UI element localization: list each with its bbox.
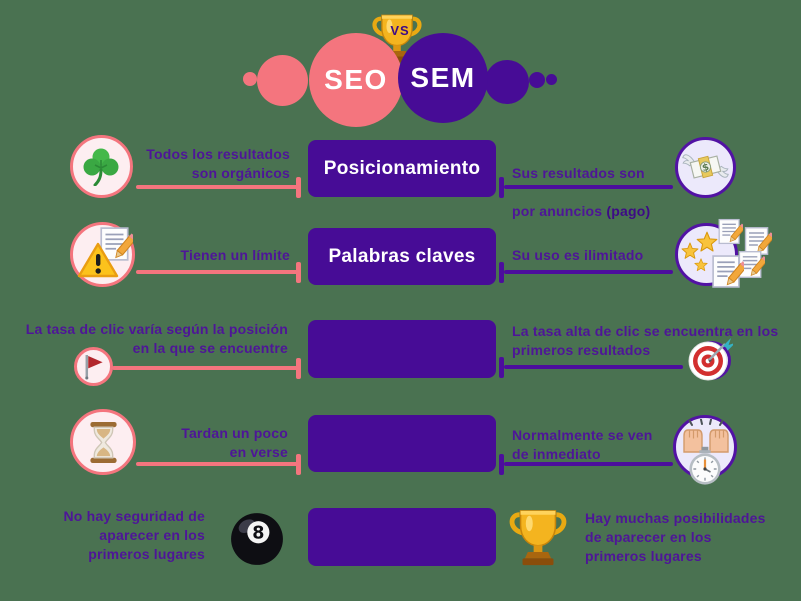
row1-right-text: Sus resultados son por anuncios (pago) (512, 145, 650, 240)
row1-right-line1: Sus resultados son (512, 165, 645, 181)
row2-right-connector-cap (499, 262, 504, 283)
row1-right-line2-bold: (pago) (606, 203, 651, 219)
warning-icon (77, 242, 119, 279)
memo-icon (716, 218, 743, 245)
decorative-dot (243, 72, 257, 86)
stopwatch-icon (688, 446, 722, 486)
row4-left-connector-cap (296, 454, 301, 475)
comparison-box-5 (308, 508, 496, 566)
row3-left-text: La tasa de clic varía según la posición … (25, 321, 288, 356)
seo-circle: SEO (309, 33, 403, 127)
comparison-box-palabras-claves: Palabras claves (308, 228, 496, 285)
decorative-dot (546, 74, 557, 85)
comparison-box-posicionamiento: Posicionamiento (308, 140, 496, 197)
star-icon (696, 231, 718, 253)
money-with-wings-icon (682, 148, 729, 186)
row5-left-text: No hay seguridad de aparecer en los prim… (63, 508, 205, 562)
row2-left-connector (136, 270, 301, 274)
hourglass-icon (88, 421, 119, 464)
trophy-icon (507, 505, 569, 569)
row2-left-connector-cap (296, 262, 301, 283)
row1-right-connector-cap (499, 177, 504, 198)
row2-left-text: Tienen un límite (180, 247, 290, 263)
flag-icon-circle (74, 347, 113, 386)
row3-right-connector (504, 365, 683, 369)
star-icon (694, 258, 708, 272)
eight-ball-icon (230, 512, 284, 566)
row4-right-connector (504, 462, 673, 466)
comparison-box-4 (308, 415, 496, 472)
clover-icon (81, 146, 121, 186)
dartboard-icon (687, 336, 733, 382)
row5-right-text: Hay muchas posibilidades de aparecer en … (585, 510, 766, 564)
row4-right-connector-cap (499, 454, 504, 475)
memo-icon (709, 254, 744, 289)
decorative-bubble (485, 60, 529, 104)
decorative-bubble (257, 55, 308, 106)
row1-left-text: Todos los resultados son orgánicos (146, 146, 290, 181)
seo-label: SEO (324, 64, 388, 95)
row3-right-text: La tasa alta de clic se encuentra en los… (512, 323, 779, 358)
comparison-box-3 (308, 320, 496, 378)
clover-icon-circle (70, 135, 133, 198)
row4-right-text: Normalmente se ven de inmediato (512, 427, 653, 462)
row1-left-connector-cap (296, 177, 301, 198)
decorative-dot (529, 72, 545, 88)
row3-left-connector (112, 366, 301, 370)
row1-left-connector (136, 185, 301, 189)
row4-left-text: Tardan un poco en verse (181, 425, 288, 460)
sem-label: SEM (410, 62, 476, 93)
box1-label: Posicionamiento (323, 157, 481, 179)
row1-right-line2: por anuncios (pago) (512, 203, 651, 219)
row3-right-connector-cap (499, 357, 504, 378)
flag-icon (82, 353, 105, 380)
row1-right-connector (504, 185, 673, 189)
sem-circle: SEM (398, 33, 488, 123)
row3-left-connector-cap (296, 358, 301, 379)
row2-right-connector (504, 270, 673, 274)
box2-label: Palabras claves (328, 245, 476, 267)
row2-right-text: Su uso es ilimitado (512, 247, 644, 263)
vs-label: VS (390, 23, 410, 38)
row4-left-connector (136, 462, 301, 466)
